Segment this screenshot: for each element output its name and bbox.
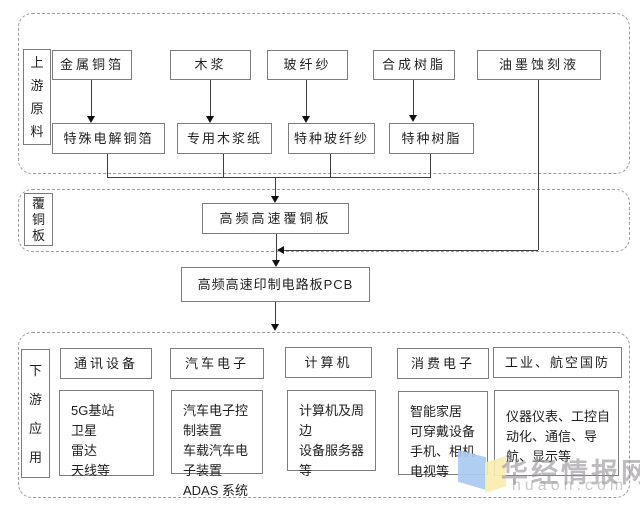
node-wood-pulp: 木浆 — [170, 50, 251, 80]
connector-glass-fiber — [306, 78, 307, 117]
header-automotive-electronics: 汽车电子 — [170, 348, 264, 379]
header-communication-equipment: 通讯设备 — [60, 348, 152, 379]
arrowhead-resin — [409, 115, 417, 122]
bus-drop-2 — [223, 152, 224, 178]
arrowhead-glass-fiber — [302, 116, 310, 123]
connector-copper-foil — [91, 78, 92, 117]
upstream-section-label: 上游原料 — [23, 49, 51, 145]
ccl-section-label-text: 覆铜板 — [31, 195, 45, 243]
node-special-electrolytic-copper-foil: 特殊电解铜箔 — [52, 123, 165, 154]
list-item: 计算机及周边 — [299, 403, 365, 438]
upstream-section-frame — [18, 13, 630, 174]
downstream-section-frame — [18, 332, 630, 498]
etch-line-horizontal — [284, 250, 538, 251]
node-special-wood-pulp-paper: 专用木浆纸 — [177, 123, 272, 154]
node-special-resin: 特种树脂 — [389, 123, 474, 154]
node-ink-etching-solution: 油墨蚀刻液 — [477, 50, 601, 80]
header-consumer-electronics: 消费电子 — [397, 348, 489, 379]
node-metal-copper-foil: 金属铜箔 — [52, 50, 132, 80]
bus-horizontal — [107, 177, 431, 178]
arrowhead-to-ccl — [271, 196, 279, 203]
connector-pcb-downstream — [275, 300, 276, 325]
list-item: 电视等 — [410, 464, 450, 479]
connector-ccl-pcb — [276, 232, 277, 261]
bus-drop-1 — [107, 152, 108, 178]
connector-wood-pulp — [210, 78, 211, 117]
watermark-brand: 华经情报网 — [501, 458, 640, 488]
connector-resin — [413, 78, 414, 116]
list-item: 可穿戴设备 — [410, 424, 476, 439]
list-automotive-electronics: 汽车电子控制装置 车载汽车电子装置 ADAS 系统 — [171, 390, 263, 498]
node-synthetic-resin: 合成树脂 — [373, 50, 455, 80]
list-item: 仪器仪表、工控自动化、通信、导航、显示等 — [506, 409, 611, 464]
header-industry-aerospace-defense: 工业、航空国防 — [493, 347, 622, 378]
watermark-site: huaon.com — [512, 477, 628, 494]
bus-to-ccl — [275, 177, 276, 197]
downstream-section-label-text: 下游应用 — [28, 362, 42, 465]
list-item: 5G基站 — [71, 403, 115, 418]
list-item: 卫星 — [71, 423, 98, 438]
list-item: 车载汽车电子装置 — [183, 443, 249, 478]
arrowhead-etch-left — [277, 246, 284, 254]
header-computer: 计算机 — [285, 347, 372, 378]
list-item: 智能家居 — [410, 404, 463, 419]
list-item: 雷达 — [71, 443, 98, 458]
list-industry-aerospace-defense: 仪器仪表、工控自动化、通信、导航、显示等 — [494, 390, 619, 476]
list-computer: 计算机及周边 设备服务器等 — [287, 390, 376, 478]
arrowhead-pcb-downstream — [271, 324, 279, 331]
ccl-section-label: 覆铜板 — [24, 193, 53, 246]
node-special-glass-fiber-yarn: 特种玻纤纱 — [288, 123, 375, 154]
list-item: 设备服务器等 — [299, 443, 365, 478]
list-item: 天线等 — [71, 463, 111, 478]
downstream-section-label: 下游应用 — [21, 349, 50, 478]
arrowhead-copper-foil — [87, 116, 95, 123]
huaon-logo-icon — [485, 456, 506, 493]
list-item: ADAS 系统 — [183, 483, 249, 498]
node-hf-hs-ccl: 高频高速覆铜板 — [202, 203, 349, 234]
bus-drop-3 — [330, 152, 331, 178]
ccl-section-frame — [18, 189, 630, 252]
bus-drop-4 — [430, 151, 431, 178]
arrowhead-wood-pulp — [206, 116, 214, 123]
list-item: 汽车电子控制装置 — [183, 403, 249, 438]
node-hf-hs-pcb: 高频高速印制电路板PCB — [181, 267, 370, 302]
node-glass-fiber-yarn: 玻纤纱 — [267, 50, 348, 80]
etch-line-vertical — [538, 78, 539, 250]
arrowhead-ccl-pcb — [272, 260, 280, 267]
upstream-section-label-text: 上游原料 — [30, 55, 44, 139]
list-communication-equipment: 5G基站 卫星 雷达 天线等 — [59, 390, 154, 478]
